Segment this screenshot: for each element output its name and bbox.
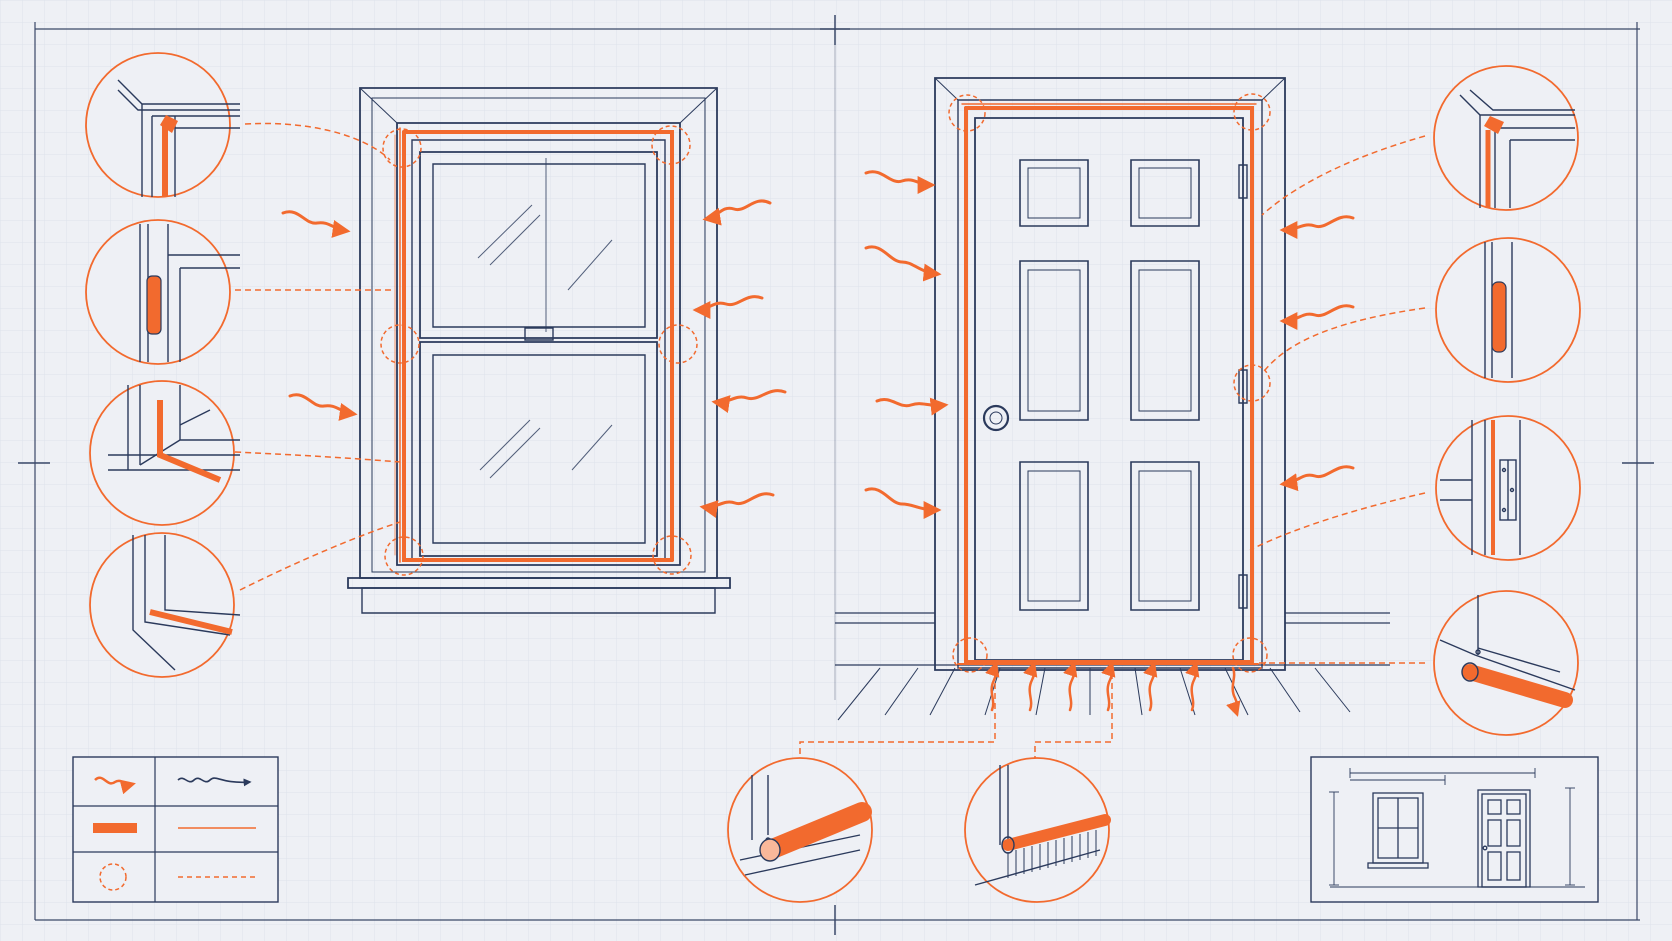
detail-circle-door-threshold-seal	[727, 757, 873, 903]
legend-weatherstrip-icon	[93, 823, 137, 833]
mini-door	[1477, 789, 1531, 888]
blueprint-frame	[18, 15, 1654, 935]
door-leak-circles	[948, 93, 1271, 673]
draft-arrows	[281, 170, 1355, 519]
detail-circle-window-top-corner	[85, 52, 240, 198]
leader-lines	[234, 122, 1426, 760]
window-weatherstrip	[394, 127, 674, 563]
legend-airflow-icon	[177, 777, 252, 787]
detail-circle-door-side-jamb	[1435, 237, 1581, 383]
detail-circle-door-brush-sweep	[964, 757, 1111, 903]
legend-draft-arrow-icon	[94, 776, 136, 795]
detail-circle-door-bottom-sweep	[1433, 590, 1579, 736]
floor-draft-arrows	[985, 661, 1241, 717]
window-leak-circles	[380, 125, 698, 576]
legend-leak-circle-icon	[99, 863, 127, 891]
detail-circle-window-bottom-corner	[89, 532, 241, 678]
detail-circle-door-hinge	[1435, 415, 1581, 561]
mini-elevation-inset	[1310, 756, 1599, 903]
detail-circle-window-side-jamb	[85, 219, 240, 365]
legend	[72, 756, 279, 903]
brush-bristles	[1007, 830, 1097, 878]
detail-circle-door-top-corner	[1433, 65, 1579, 211]
mini-window	[1367, 792, 1429, 869]
detail-circle-window-sill-corner	[89, 380, 240, 526]
